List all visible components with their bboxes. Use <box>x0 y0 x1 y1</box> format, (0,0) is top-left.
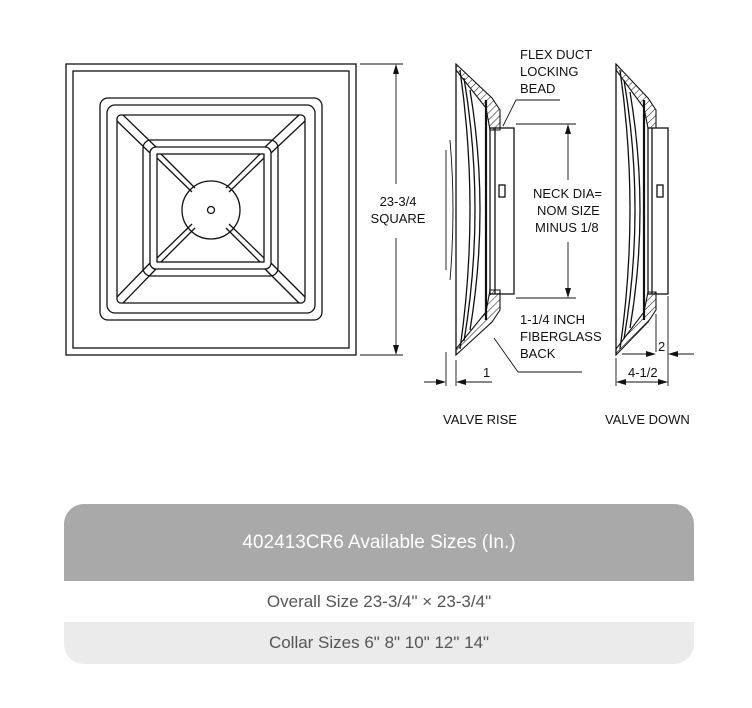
side-view-valve-down: 2 4-1/2 VALVE DOWN <box>605 62 694 427</box>
valve-down-caption: VALVE DOWN <box>605 412 690 427</box>
front-dimension: 23-3/4 SQUARE <box>360 63 426 356</box>
technical-drawing: 23-3/4 SQUARE FLEX DUCT <box>65 47 694 427</box>
flex-duct-callout-line-2: LOCKING <box>520 64 579 79</box>
down-side-dimension: 2 <box>658 339 665 354</box>
fiberglass-callout-line-1: 1-1/4 INCH <box>520 312 585 327</box>
fiberglass-callout-line-2: FIBERGLASS <box>520 329 602 344</box>
front-dimension-label: SQUARE <box>371 211 426 226</box>
rise-bottom-dimension: 1 <box>483 365 490 380</box>
valve-rise-caption: VALVE RISE <box>443 412 517 427</box>
available-sizes-table: 402413CR6 Available Sizes (In.) Overall … <box>64 504 694 664</box>
front-dimension-value: 23-3/4 <box>380 194 417 209</box>
flex-duct-callout-line-3: BEAD <box>520 81 555 96</box>
collar-sizes-row: Collar Sizes 6" 8" 10" 12" 14" <box>64 622 694 664</box>
neck-callout-line-2: NOM SIZE <box>537 203 600 218</box>
overall-size-row: Overall Size 23-3/4" × 23-3/4" <box>64 581 694 622</box>
neck-callout-line-1: NECK DIA= <box>533 186 602 201</box>
table-title: 402413CR6 Available Sizes (In.) <box>64 504 694 581</box>
fiberglass-callout-line-3: BACK <box>520 346 556 361</box>
front-view <box>65 63 357 356</box>
neck-callout-line-3: MINUS 1/8 <box>535 220 599 235</box>
flex-duct-callout-line-1: FLEX DUCT <box>520 47 592 62</box>
down-bottom-dimension: 4-1/2 <box>628 365 658 380</box>
side-view-valve-rise: FLEX DUCT LOCKING BEAD NECK DIA= NOM SIZ… <box>424 47 602 427</box>
